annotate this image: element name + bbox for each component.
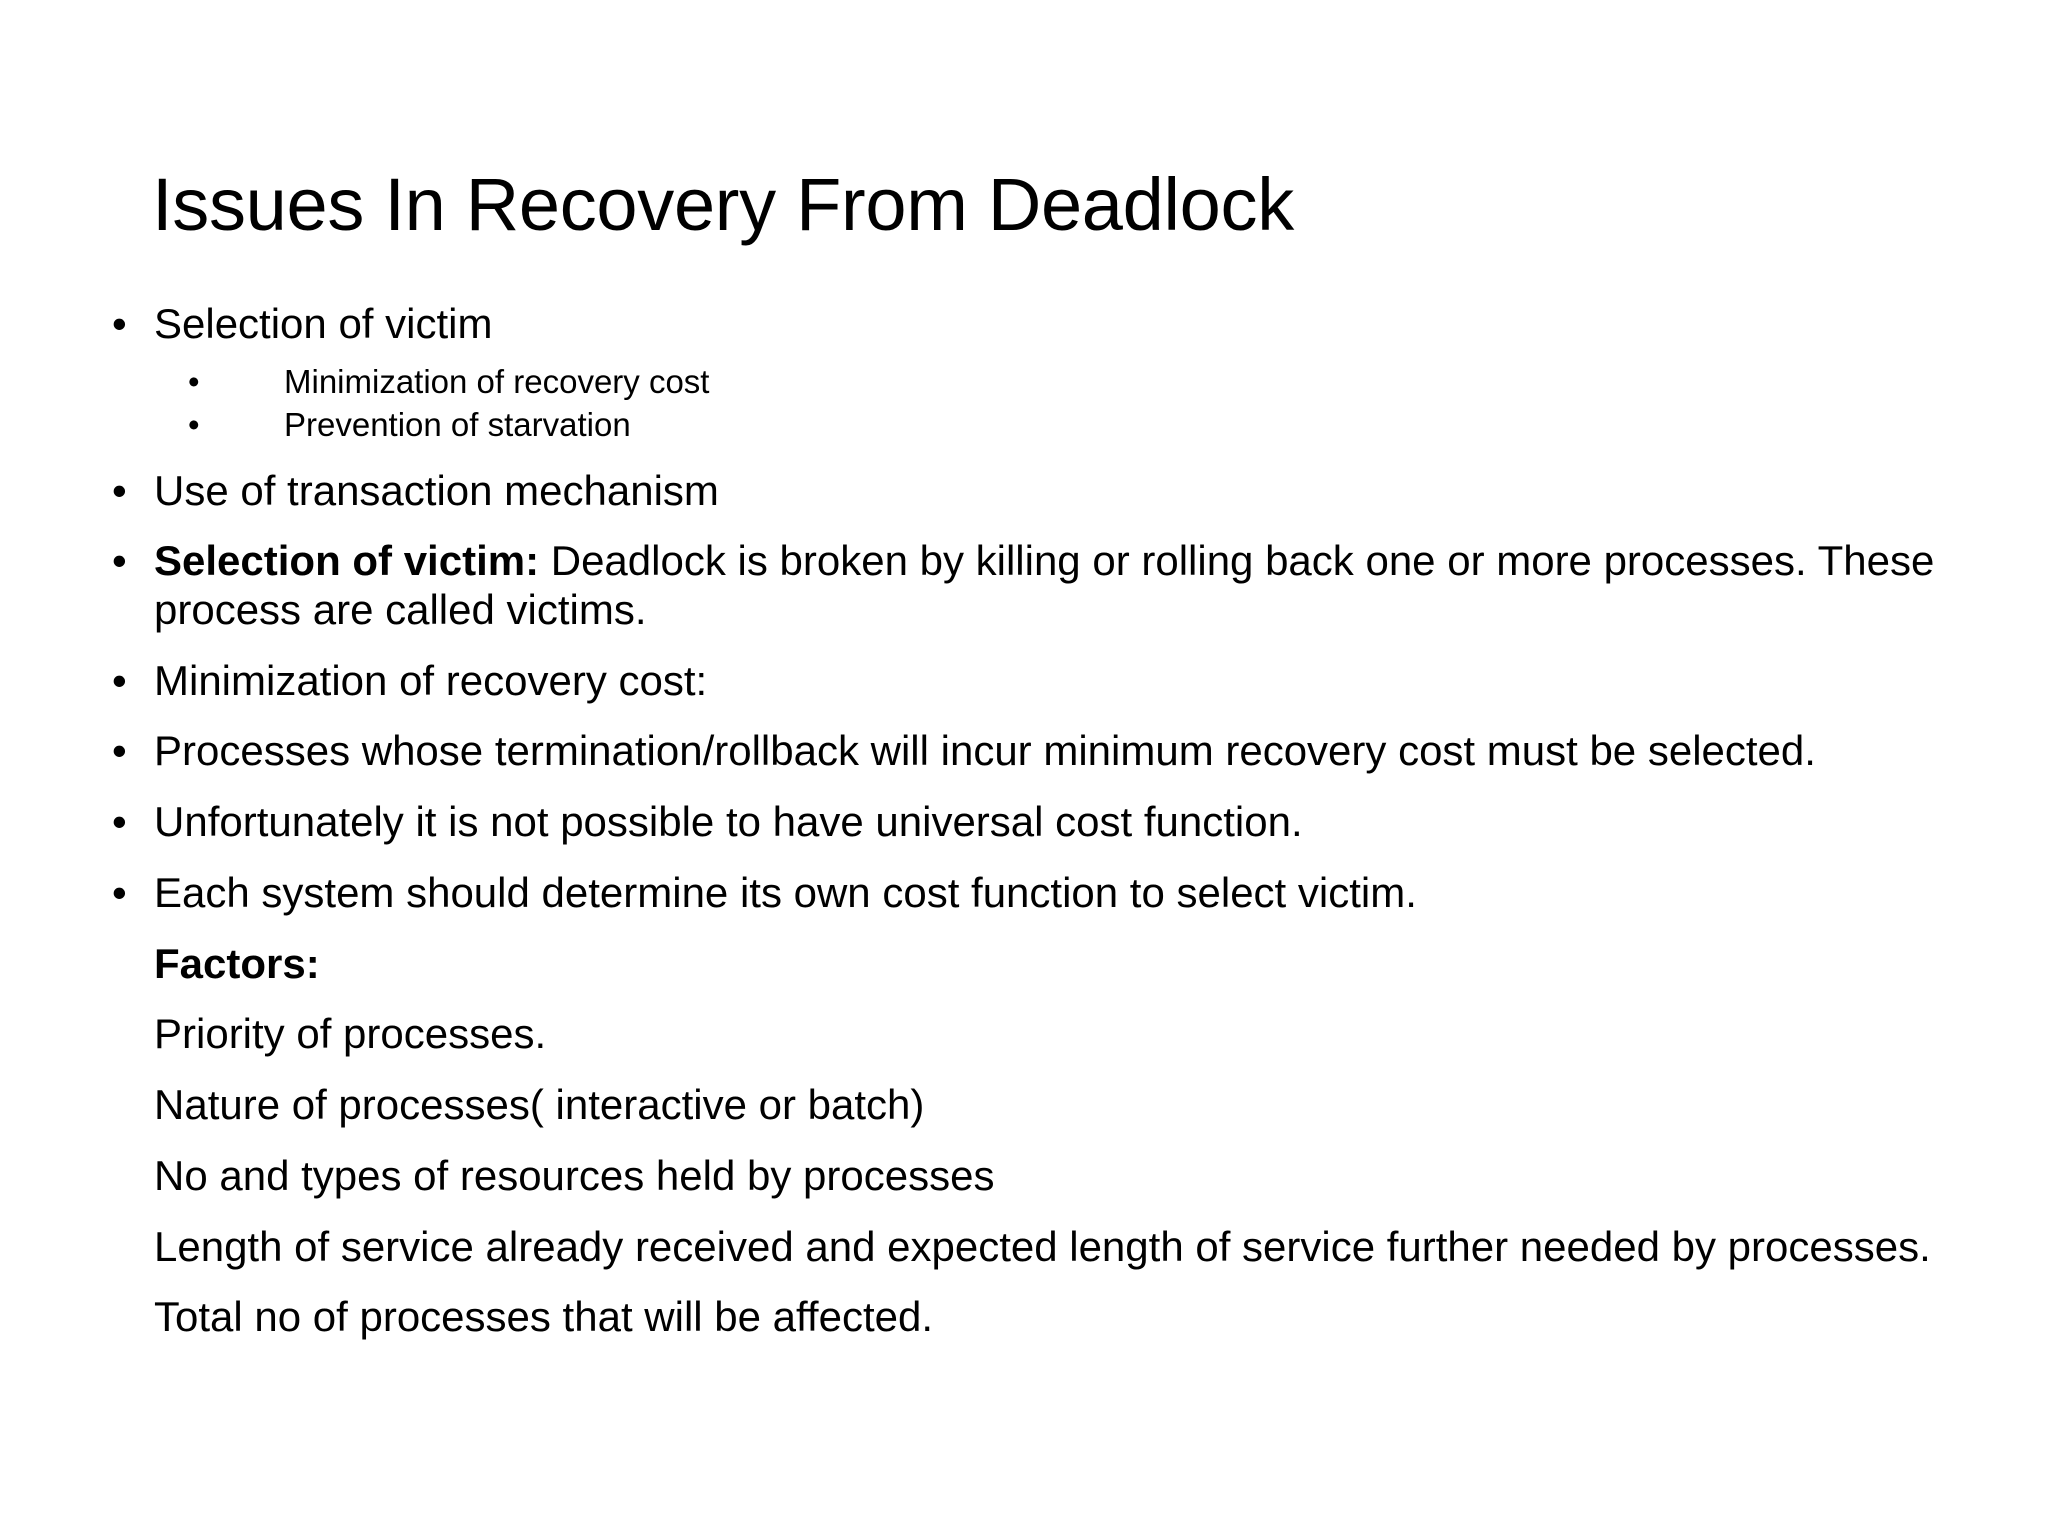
sub-bullet-text: Minimization of recovery cost bbox=[284, 362, 710, 400]
bullet-item: • Use of transaction mechanism bbox=[100, 467, 1980, 516]
bullet-text: Use of transaction mechanism bbox=[154, 466, 719, 514]
bullet-text: Unfortunately it is not possible to have… bbox=[154, 798, 1303, 846]
bullet-item: • Unfortunately it is not possible to ha… bbox=[100, 798, 1980, 847]
bullet-dot-icon: • bbox=[112, 727, 127, 775]
bullet-text: Deadlock is broken by killing or rolling… bbox=[154, 537, 1935, 634]
factor-item: Length of service already received and e… bbox=[100, 1223, 1980, 1272]
bullet-item: • Each system should determine its own c… bbox=[100, 869, 1980, 918]
bullet-dot-icon: • bbox=[112, 466, 127, 514]
bullet-dot-icon: • bbox=[112, 798, 127, 846]
sub-bullet-item: • Prevention of starvation bbox=[100, 406, 1980, 445]
sub-bullet-item: • Minimization of recovery cost bbox=[100, 363, 1980, 402]
bullet-dot-icon: • bbox=[188, 362, 200, 400]
bullet-dot-icon: • bbox=[112, 656, 127, 704]
bullet-dot-icon: • bbox=[112, 537, 127, 585]
sub-bullet-text: Prevention of starvation bbox=[284, 405, 631, 443]
factor-item: Total no of processes that will be affec… bbox=[100, 1293, 1980, 1342]
bullet-text: Processes whose termination/rollback wil… bbox=[154, 727, 1816, 775]
bullet-lead-bold: Selection of victim: bbox=[154, 537, 540, 585]
bullet-item: • Processes whose termination/rollback w… bbox=[100, 727, 1980, 776]
bullet-item: • Selection of victim bbox=[100, 300, 1980, 349]
slide-body: • Selection of victim • Minimization of … bbox=[100, 300, 1980, 1358]
factor-item: Nature of processes( interactive or batc… bbox=[100, 1081, 1980, 1130]
bullet-text: Selection of victim bbox=[154, 300, 493, 347]
factors-label: Factors: bbox=[154, 939, 320, 987]
factor-item: Priority of processes. bbox=[100, 1010, 1980, 1059]
bullet-dot-icon: • bbox=[112, 300, 127, 347]
page-title: Issues In Recovery From Deadlock bbox=[152, 163, 1294, 246]
factor-text: Nature of processes( interactive or batc… bbox=[154, 1081, 925, 1129]
bullet-item: • Minimization of recovery cost: bbox=[100, 657, 1980, 706]
factor-text: Total no of processes that will be affec… bbox=[154, 1293, 934, 1341]
factor-text: No and types of resources held by proces… bbox=[154, 1151, 995, 1199]
bullet-text: Minimization of recovery cost: bbox=[154, 656, 708, 704]
factor-text: Priority of processes. bbox=[154, 1010, 547, 1058]
factor-item: No and types of resources held by proces… bbox=[100, 1152, 1980, 1201]
bullet-text: Each system should determine its own cos… bbox=[154, 868, 1417, 916]
bullet-item: • Selection of victim: Deadlock is broke… bbox=[100, 537, 1980, 634]
bullet-dot-icon: • bbox=[112, 868, 127, 916]
bullet-dot-icon: • bbox=[188, 405, 200, 443]
factors-heading: Factors: bbox=[100, 940, 1980, 989]
factor-text: Length of service already received and e… bbox=[154, 1222, 1931, 1270]
